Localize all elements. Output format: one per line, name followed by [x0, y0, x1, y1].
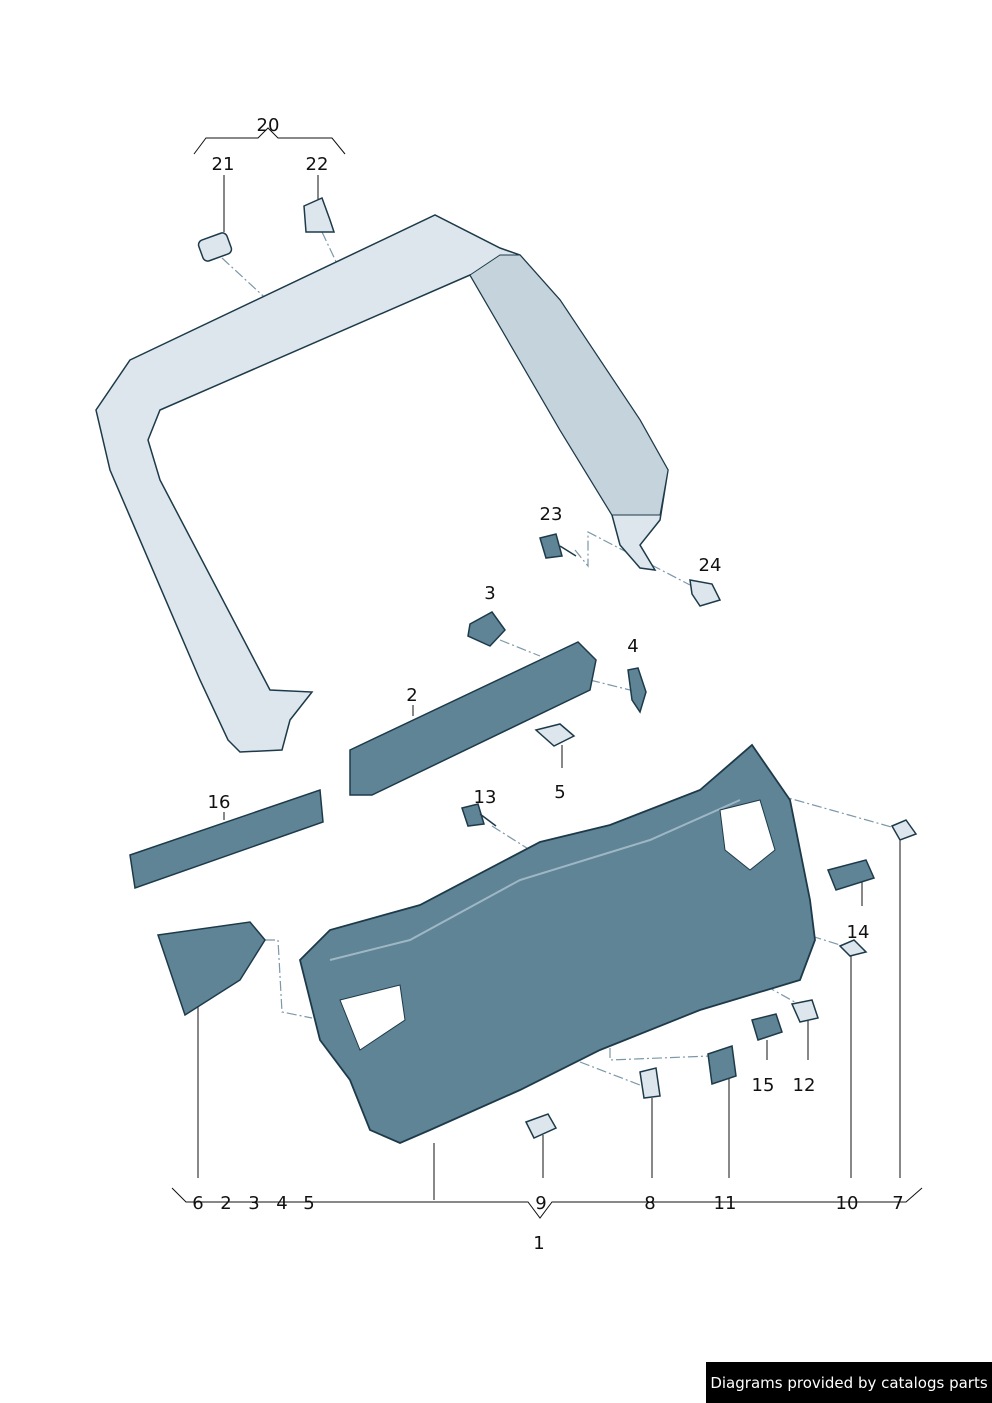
clip-12	[790, 999, 819, 1023]
bracket-1	[171, 1187, 923, 1219]
clip-4	[627, 667, 647, 714]
handle-2	[349, 641, 597, 796]
strip-16	[129, 788, 324, 890]
cap-11	[707, 1045, 737, 1085]
bottom-callout-7: 7	[892, 1193, 904, 1214]
assembly-callout-1: 1	[533, 1233, 545, 1254]
callout-21: 21	[211, 154, 235, 175]
callout-14: 14	[846, 922, 870, 943]
bottom-callout-5: 5	[303, 1193, 315, 1214]
clip-15	[751, 1013, 783, 1041]
bottom-callout-4: 4	[276, 1193, 288, 1214]
clip-22	[303, 196, 336, 233]
cover-6	[157, 921, 266, 1017]
bracket-20	[193, 127, 346, 155]
clip-5	[534, 723, 576, 747]
callout-13: 13	[473, 787, 497, 808]
callout-22: 22	[305, 154, 329, 175]
bottom-callout-3: 3	[248, 1193, 260, 1214]
tailgate-trim-panel-1	[299, 743, 816, 1144]
bottom-callout-9: 9	[535, 1193, 547, 1214]
callout-24: 24	[698, 555, 722, 576]
callout-5: 5	[554, 782, 566, 803]
clip-7	[890, 819, 918, 841]
screw-23	[539, 533, 577, 559]
attribution-banner: Diagrams provided by catalogs parts	[706, 1362, 992, 1403]
bottom-callout-11: 11	[713, 1193, 737, 1214]
callout-2: 2	[406, 685, 418, 706]
callout-3: 3	[484, 583, 496, 604]
bottom-callout-10: 10	[835, 1193, 859, 1214]
callout-20: 20	[256, 115, 280, 136]
cap-3	[467, 611, 506, 647]
clip-10	[838, 939, 868, 957]
clip-8	[639, 1067, 661, 1099]
callout-4: 4	[627, 636, 639, 657]
callout-23: 23	[539, 504, 563, 525]
cap-14-clip	[826, 859, 876, 891]
callout-12: 12	[792, 1075, 816, 1096]
bushing-9	[524, 1113, 558, 1139]
clip-24	[689, 579, 722, 607]
screw-13	[461, 803, 497, 827]
bottom-callout-2: 2	[220, 1193, 232, 1214]
bottom-callout-8: 8	[644, 1193, 656, 1214]
bushing-21	[197, 232, 233, 262]
callout-16: 16	[207, 792, 231, 813]
bottom-callout-6: 6	[192, 1193, 204, 1214]
callout-15: 15	[751, 1075, 775, 1096]
